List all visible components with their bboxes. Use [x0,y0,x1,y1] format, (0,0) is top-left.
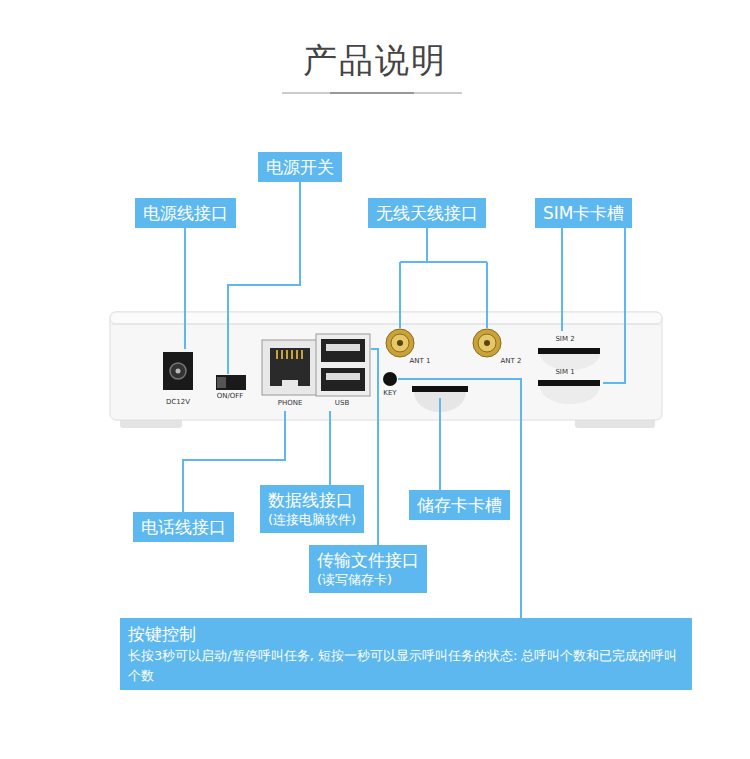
callout-heading: 储存卡卡槽 [417,494,502,516]
phone-jack-clip [282,380,298,386]
leader-line [426,228,428,262]
usb-port [321,339,365,362]
usb-port [321,368,365,391]
phone-jack-hole [270,348,310,386]
callout-heading: 电源开关 [266,156,334,178]
sim-recess [540,354,600,370]
dc-jack-pin [176,369,181,374]
sim-recess [540,386,600,404]
callout-box: 电源开关 [258,152,342,182]
key-button [383,372,397,386]
callout-heading: 传输文件接口 [317,549,419,571]
sim-slot [538,348,600,354]
callout-heading: 电话线接口 [141,516,226,538]
phone-pin [291,350,293,359]
page-title: 产品说明 [0,38,750,84]
usb-tongue [326,344,360,351]
callout-heading: 数据线接口 [268,489,356,511]
port-label: USB [335,399,349,407]
antenna-ring [478,334,496,352]
callout-note: 长按3秒可以启动/暂停呼叫任务, 短按一秒可以显示呼叫任务的状态: 总呼叫个数和… [128,646,684,686]
port-label: DC12V [166,398,190,406]
antenna-pin [484,340,490,346]
antenna-pin [397,340,403,346]
device-top [110,312,662,324]
phone-jack [262,340,318,395]
port-label: ON/OFF [217,392,244,400]
antenna-connector [386,329,414,357]
callout-box: 数据线接口(连接电脑软件) [260,485,364,533]
leader-line [439,398,441,490]
callout-box: 按键控制长按3秒可以启动/暂停呼叫任务, 短按一秒可以显示呼叫任务的状态: 总呼… [120,618,692,690]
port-label: ANT 1 [410,357,431,365]
sim-slot [538,380,600,386]
leader-line [561,228,563,331]
device-edge [112,324,660,325]
leader-line [371,349,378,545]
switch-lever [217,377,226,388]
leader-branch [400,262,487,328]
port-label: ANT 2 [501,357,522,365]
callout-heading: 电源线接口 [143,202,228,224]
phone-pin [276,350,278,359]
phone-pin [286,350,288,359]
callout-note: (连接电脑软件) [268,511,356,529]
phone-pin [296,350,298,359]
phone-pin [301,350,303,359]
dc-jack-hole [170,363,186,379]
usb-housing [316,334,370,396]
callout-box: 储存卡卡槽 [409,490,510,520]
usb-tongue [326,373,360,380]
leader-line [228,182,300,374]
leader-line [603,228,625,383]
callout-note: (读写储存卡) [317,571,419,589]
port-label: PHONE [278,399,303,407]
leader-line [184,228,186,349]
phone-pin [281,350,283,359]
callout-heading: 按键控制 [128,622,684,646]
leader-line [329,411,331,485]
antenna-connector [473,329,501,357]
callout-heading: SIM卡卡槽 [543,202,624,224]
port-label: KEY [383,389,396,397]
callout-box: 电话线接口 [133,512,234,542]
callout-heading: 无线天线接口 [376,202,478,224]
callout-box: 无线天线接口 [368,198,486,228]
phone-pins [276,350,303,359]
title-rule-mid [330,92,414,94]
leader-line [400,261,487,263]
title-rule [282,92,462,94]
sd-slot [412,386,468,392]
leader-line [486,262,488,328]
power-switch [216,375,246,390]
leader-line [399,262,401,328]
port-label: SIM 1 [555,368,574,376]
callout-box: SIM卡卡槽 [535,198,632,228]
dc-jack [163,352,193,390]
callout-box: 传输文件接口(读写储存卡) [309,545,427,593]
antenna-ring [391,334,409,352]
callout-box: 电源线接口 [135,198,236,228]
device-body [110,312,662,420]
port-label: SIM 2 [555,335,574,343]
